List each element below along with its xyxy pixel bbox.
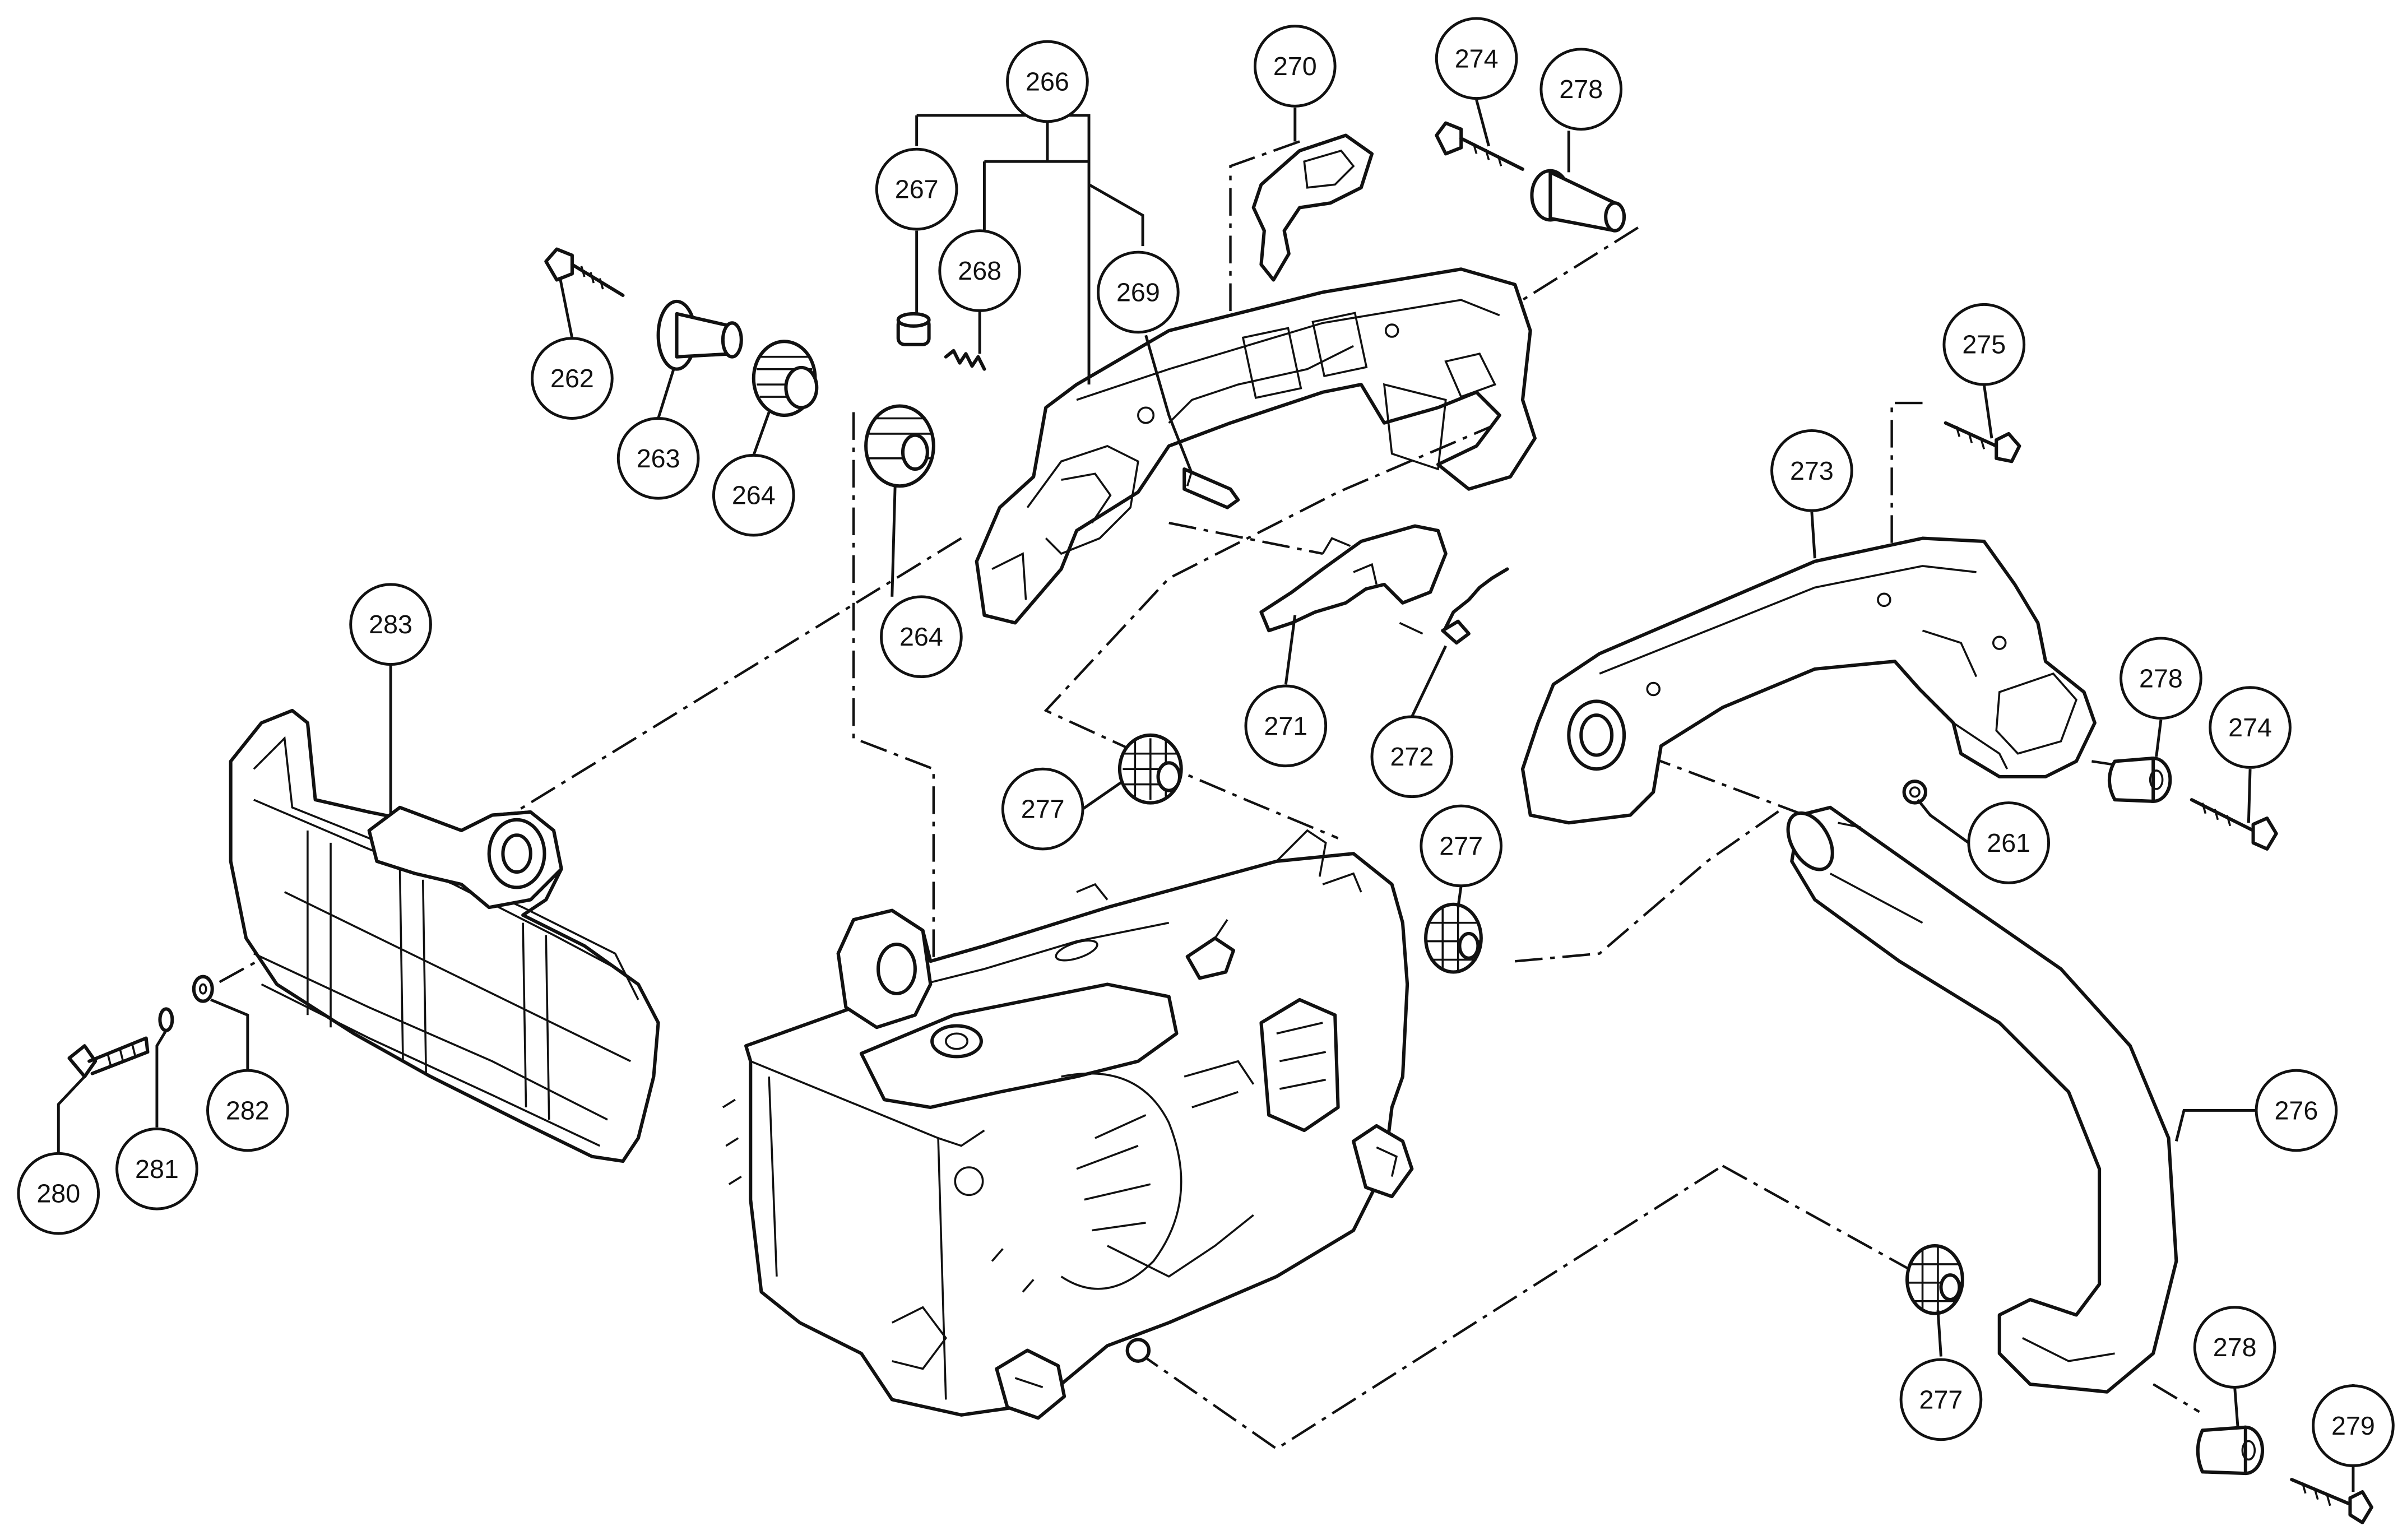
damper-264-upper [752, 340, 819, 418]
svg-text:264: 264 [899, 622, 943, 651]
callout-271: 271 [1244, 684, 1328, 768]
bolt-280 [67, 1036, 150, 1079]
callout-264-lower: 264 [880, 595, 963, 679]
callout-273: 273 [1770, 429, 1853, 512]
trigger-spring-272 [1399, 567, 1509, 645]
rear-handle-273 [1520, 536, 2097, 825]
leader-lines [57, 99, 2355, 1492]
svg-text:263: 263 [637, 444, 680, 473]
svg-text:267: 267 [895, 175, 939, 204]
svg-text:279: 279 [2331, 1411, 2375, 1440]
svg-text:277: 277 [1439, 831, 1483, 860]
callout-274-top: 274 [1435, 17, 1518, 100]
svg-text:261: 261 [1987, 828, 2030, 857]
engine-crankcase [722, 829, 1414, 1420]
damper-277-right [1424, 902, 1483, 974]
screw-274-right [2190, 798, 2278, 851]
svg-text:277: 277 [1919, 1385, 1963, 1414]
svg-text:281: 281 [135, 1154, 179, 1184]
bushing-278-top [1530, 169, 1626, 233]
damper-264-lower [864, 404, 935, 488]
bushing-278-right [2108, 756, 2172, 803]
callout-269: 269 [1097, 251, 1180, 334]
callout-272: 272 [1370, 715, 1454, 799]
svg-text:270: 270 [1273, 52, 1317, 81]
callout-277-right: 277 [1420, 804, 1503, 888]
callout-276: 276 [2255, 1069, 2338, 1152]
svg-text:264: 264 [732, 481, 776, 510]
callout-264-upper: 264 [712, 453, 795, 537]
screw-279 [2290, 1478, 2373, 1524]
screw-275 [1944, 421, 2021, 463]
svg-text:269: 269 [1116, 277, 1160, 307]
svg-text:274: 274 [1455, 44, 1499, 73]
callout-263: 263 [616, 417, 700, 500]
svg-text:273: 273 [1790, 456, 1834, 485]
nut-261 [1902, 780, 1928, 805]
svg-text:278: 278 [1559, 75, 1603, 104]
callout-261: 261 [1967, 801, 2051, 884]
callout-278-bottom: 278 [2193, 1306, 2276, 1389]
svg-text:274: 274 [2228, 713, 2272, 742]
screw-274-top [1435, 121, 1524, 171]
washer-281 [158, 1007, 174, 1032]
svg-text:280: 280 [36, 1179, 80, 1208]
callout-283: 283 [349, 583, 432, 666]
callout-282: 282 [206, 1069, 289, 1152]
svg-text:278: 278 [2139, 664, 2183, 693]
callout-277-bottom: 277 [1899, 1358, 1983, 1441]
svg-text:276: 276 [2274, 1096, 2318, 1125]
svg-text:277: 277 [1021, 795, 1065, 824]
callout-266: 266 [1006, 40, 1089, 123]
callout-281: 281 [115, 1127, 198, 1210]
svg-text:271: 271 [1264, 711, 1307, 740]
assembly-lines [215, 140, 2200, 1450]
callout-278-top: 278 [1539, 48, 1623, 131]
hand-guard-283 [229, 708, 660, 1163]
damper-277-upper [1117, 733, 1183, 805]
callout-268: 268 [938, 229, 1022, 312]
callout-274-right: 274 [2209, 686, 2292, 769]
top-handle-housing [975, 267, 1537, 625]
svg-text:272: 272 [1390, 742, 1434, 771]
callout-277-upper: 277 [1001, 767, 1084, 851]
front-handle-bar-276 [1786, 805, 2178, 1394]
svg-text:282: 282 [226, 1096, 270, 1125]
callout-275: 275 [1942, 303, 2026, 386]
callout-278-right: 278 [2120, 637, 2202, 720]
svg-text:266: 266 [1026, 67, 1069, 96]
callout-270: 270 [1253, 25, 1337, 108]
throttle-trigger-271 [1259, 524, 1448, 633]
callouts: 262 263 264 264 266 267 268 269 270 271 … [17, 17, 2395, 1467]
callout-262: 262 [531, 337, 614, 420]
svg-text:268: 268 [958, 256, 1001, 285]
callout-279: 279 [2312, 1384, 2395, 1467]
svg-text:283: 283 [369, 610, 412, 639]
spring-pin-267-268-269 [896, 312, 1240, 509]
washer-282 [192, 975, 214, 1003]
callout-280: 280 [17, 1152, 100, 1235]
trigger-lock-270 [1251, 133, 1374, 282]
svg-text:262: 262 [550, 364, 594, 393]
damper-277-bottom [1905, 1244, 1964, 1315]
svg-text:275: 275 [1962, 330, 2006, 359]
bushing-263 [656, 299, 743, 371]
callout-267: 267 [875, 147, 958, 231]
bushing-278-bottom [2196, 1425, 2265, 1476]
screw-262 [544, 247, 625, 297]
svg-text:278: 278 [2213, 1333, 2257, 1362]
